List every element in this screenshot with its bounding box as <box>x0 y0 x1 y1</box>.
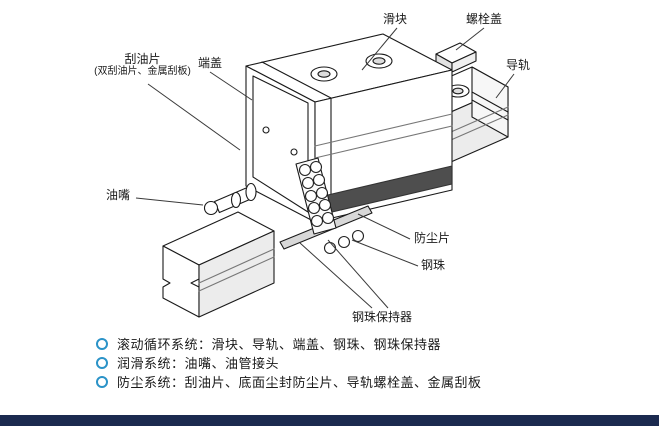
legend-item-rolling-system: 滚动循环系统：滑块、导轨、端盖、钢珠、钢珠保持器 <box>96 334 482 353</box>
label-dust-sheet: 防尘片 <box>414 231 451 245</box>
label-oil-scraper-group: 刮油片 (双刮油片、金属刮板) <box>70 52 215 78</box>
legend-text: 防尘系统：刮油片、底面尘封防尘片、导轨螺栓盖、金属刮板 <box>117 375 482 390</box>
label-grease-nipple: 油嘴 <box>106 188 131 202</box>
legend-text: 滚动循环系统：滑块、导轨、端盖、钢珠、钢珠保持器 <box>117 337 442 352</box>
leader-steel-ball <box>351 239 419 267</box>
carriage-slider-block <box>245 33 453 223</box>
leader-end-cap <box>209 71 253 101</box>
label-slider: 滑块 <box>383 12 408 26</box>
ring-bullet-icon <box>96 375 108 388</box>
grease-nipple-part <box>203 182 257 216</box>
steel-balls-part <box>298 160 365 255</box>
leader-ball-retainer-1 <box>299 242 373 309</box>
leader-oil-scraper <box>147 83 241 151</box>
end-cap-screw <box>290 148 298 156</box>
end-cap-screw <box>262 126 270 134</box>
label-end-cap: 端盖 <box>198 56 223 70</box>
leader-bolt-cover <box>455 27 485 51</box>
leader-rail <box>495 73 515 99</box>
leader-grease-nipple <box>135 197 204 206</box>
label-rail: 导轨 <box>506 58 531 72</box>
label-oil-scraper-note: (双刮油片、金属刮板) <box>94 66 191 78</box>
legend-text: 润滑系统：油嘴、油管接头 <box>117 356 280 371</box>
label-steel-ball: 钢珠 <box>421 258 446 272</box>
legend-list: 滚动循环系统：滑块、导轨、端盖、钢珠、钢珠保持器 润滑系统：油嘴、油管接头 防尘… <box>96 334 482 391</box>
label-bolt-cover: 螺栓盖 <box>466 12 503 26</box>
leader-slider <box>361 27 398 71</box>
leader-dust-sheet <box>357 213 411 240</box>
ring-bullet-icon <box>96 337 108 350</box>
leader-lines <box>135 27 515 309</box>
label-oil-scraper: 刮油片 <box>124 52 161 66</box>
legend-item-lubrication-system: 润滑系统：油嘴、油管接头 <box>96 353 482 372</box>
legend-item-dustproof-system: 防尘系统：刮油片、底面尘封防尘片、导轨螺栓盖、金属刮板 <box>96 372 482 391</box>
ring-bullet-icon <box>96 356 108 369</box>
label-ball-retainer: 钢珠保持器 <box>352 310 413 324</box>
leader-ball-retainer-2 <box>327 239 389 309</box>
guide-rail-near <box>162 211 275 318</box>
footer-bar <box>0 415 659 426</box>
